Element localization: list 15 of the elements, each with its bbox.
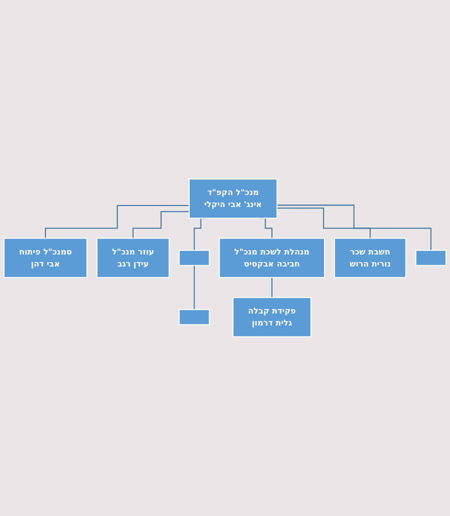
connector xyxy=(132,211,190,239)
connector xyxy=(276,208,371,239)
node-box: חשבת שכר נורית הרוש xyxy=(334,238,406,278)
connector xyxy=(194,265,195,310)
node-box: עוזר מנכ"ל עידן רגב xyxy=(96,238,170,278)
node-box xyxy=(415,250,446,266)
node-box: מנכ"ל הקפ"ד אינג' אבי היקלי xyxy=(188,178,278,219)
node-box xyxy=(178,309,210,326)
connector xyxy=(276,204,432,251)
node-box: סמנכ"ל פיתוח אבי דהן xyxy=(4,238,88,278)
node-box: מנהלת לשכת מנכ"ל חביבה אבקסיס xyxy=(218,238,325,278)
connector xyxy=(44,205,190,239)
node-box xyxy=(178,250,210,266)
node-box: פקידת קבלה גלית דרמון xyxy=(232,297,312,338)
connector xyxy=(271,277,272,298)
